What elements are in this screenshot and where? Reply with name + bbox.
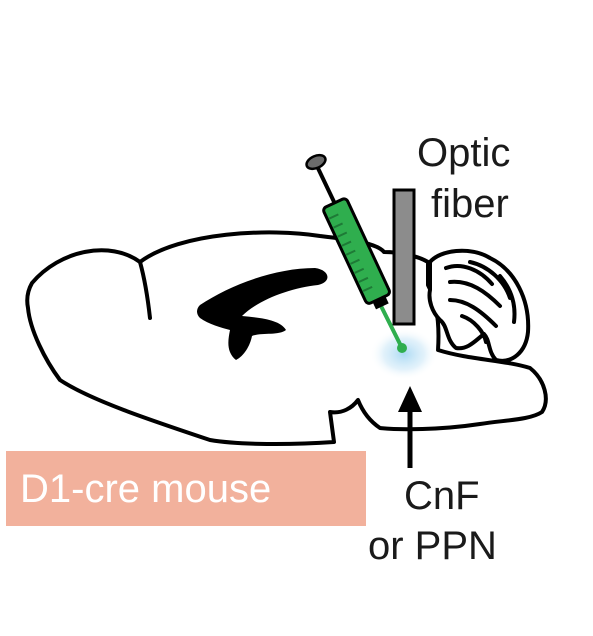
syringe	[305, 153, 407, 353]
injection-site	[397, 343, 407, 353]
cerebellum	[427, 248, 531, 363]
optic-fiber	[392, 188, 416, 326]
target-label-line1: CnF	[404, 474, 480, 518]
target-label-line2: or PPN	[368, 524, 497, 568]
syringe-needle	[376, 298, 404, 350]
mouse-label: D1-cre mouse	[20, 467, 272, 511]
target-arrow	[398, 386, 422, 468]
optic-fiber-label-line2: fiber	[431, 182, 509, 226]
syringe-plunger	[314, 162, 338, 208]
optic-fiber-label-line1: Optic	[417, 131, 511, 175]
brain-outline	[25, 230, 548, 447]
light-glow	[370, 328, 438, 380]
mouse-label-box: D1-cre mouse	[6, 451, 366, 526]
cortex-contour	[138, 260, 152, 320]
syringe-plunger-head	[305, 153, 327, 171]
arrow-head	[398, 386, 422, 412]
ventricle-shape	[197, 268, 328, 360]
